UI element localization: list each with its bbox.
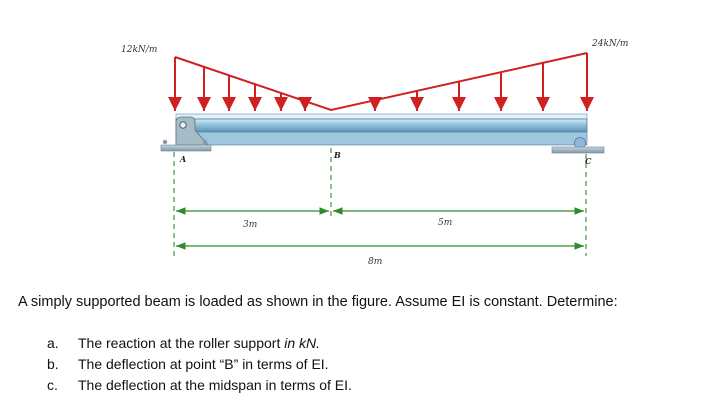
dimension-ab-label: 3m xyxy=(243,220,257,230)
task-marker: a. xyxy=(47,335,59,351)
task-text: The deflection at the midspan in terms o… xyxy=(78,377,352,393)
distributed-load xyxy=(168,52,594,112)
task-text: The reaction at the roller support xyxy=(78,335,285,351)
task-item: c. The deflection at the midspan in terms… xyxy=(47,375,352,396)
task-item: a. The reaction at the roller support in … xyxy=(47,333,352,354)
task-emphasis: in kN. xyxy=(284,335,321,351)
left-load-label: 12kN/m xyxy=(121,45,157,55)
task-marker: c. xyxy=(47,377,58,393)
dimension-ac-label: 8m xyxy=(368,257,382,267)
problem-statement: A simply supported beam is loaded as sho… xyxy=(18,294,618,310)
task-list: a. The reaction at the roller support in … xyxy=(47,333,352,396)
dimension-arrows xyxy=(176,207,584,250)
task-item: b. The deflection at point “B” in terms o… xyxy=(47,354,352,375)
pin-support-a xyxy=(160,116,212,152)
beam-figure: 12kN/m 24kN/m A B C 3m 5m 8m xyxy=(121,39,628,267)
task-text: The deflection at point “B” in terms of … xyxy=(78,356,329,372)
point-c-label: C xyxy=(585,156,592,166)
dimension-guides xyxy=(173,148,587,256)
task-marker: b. xyxy=(47,356,59,372)
roller-support-c xyxy=(551,137,605,154)
beam xyxy=(175,113,588,146)
right-load-label: 24kN/m xyxy=(591,39,628,49)
point-a-label: A xyxy=(179,154,186,164)
problem-statement-block: A simply supported beam is loaded as sho… xyxy=(18,294,708,310)
point-b-label: B xyxy=(333,150,341,160)
dimension-bc-label: 5m xyxy=(438,218,452,228)
load-envelope xyxy=(174,52,588,112)
